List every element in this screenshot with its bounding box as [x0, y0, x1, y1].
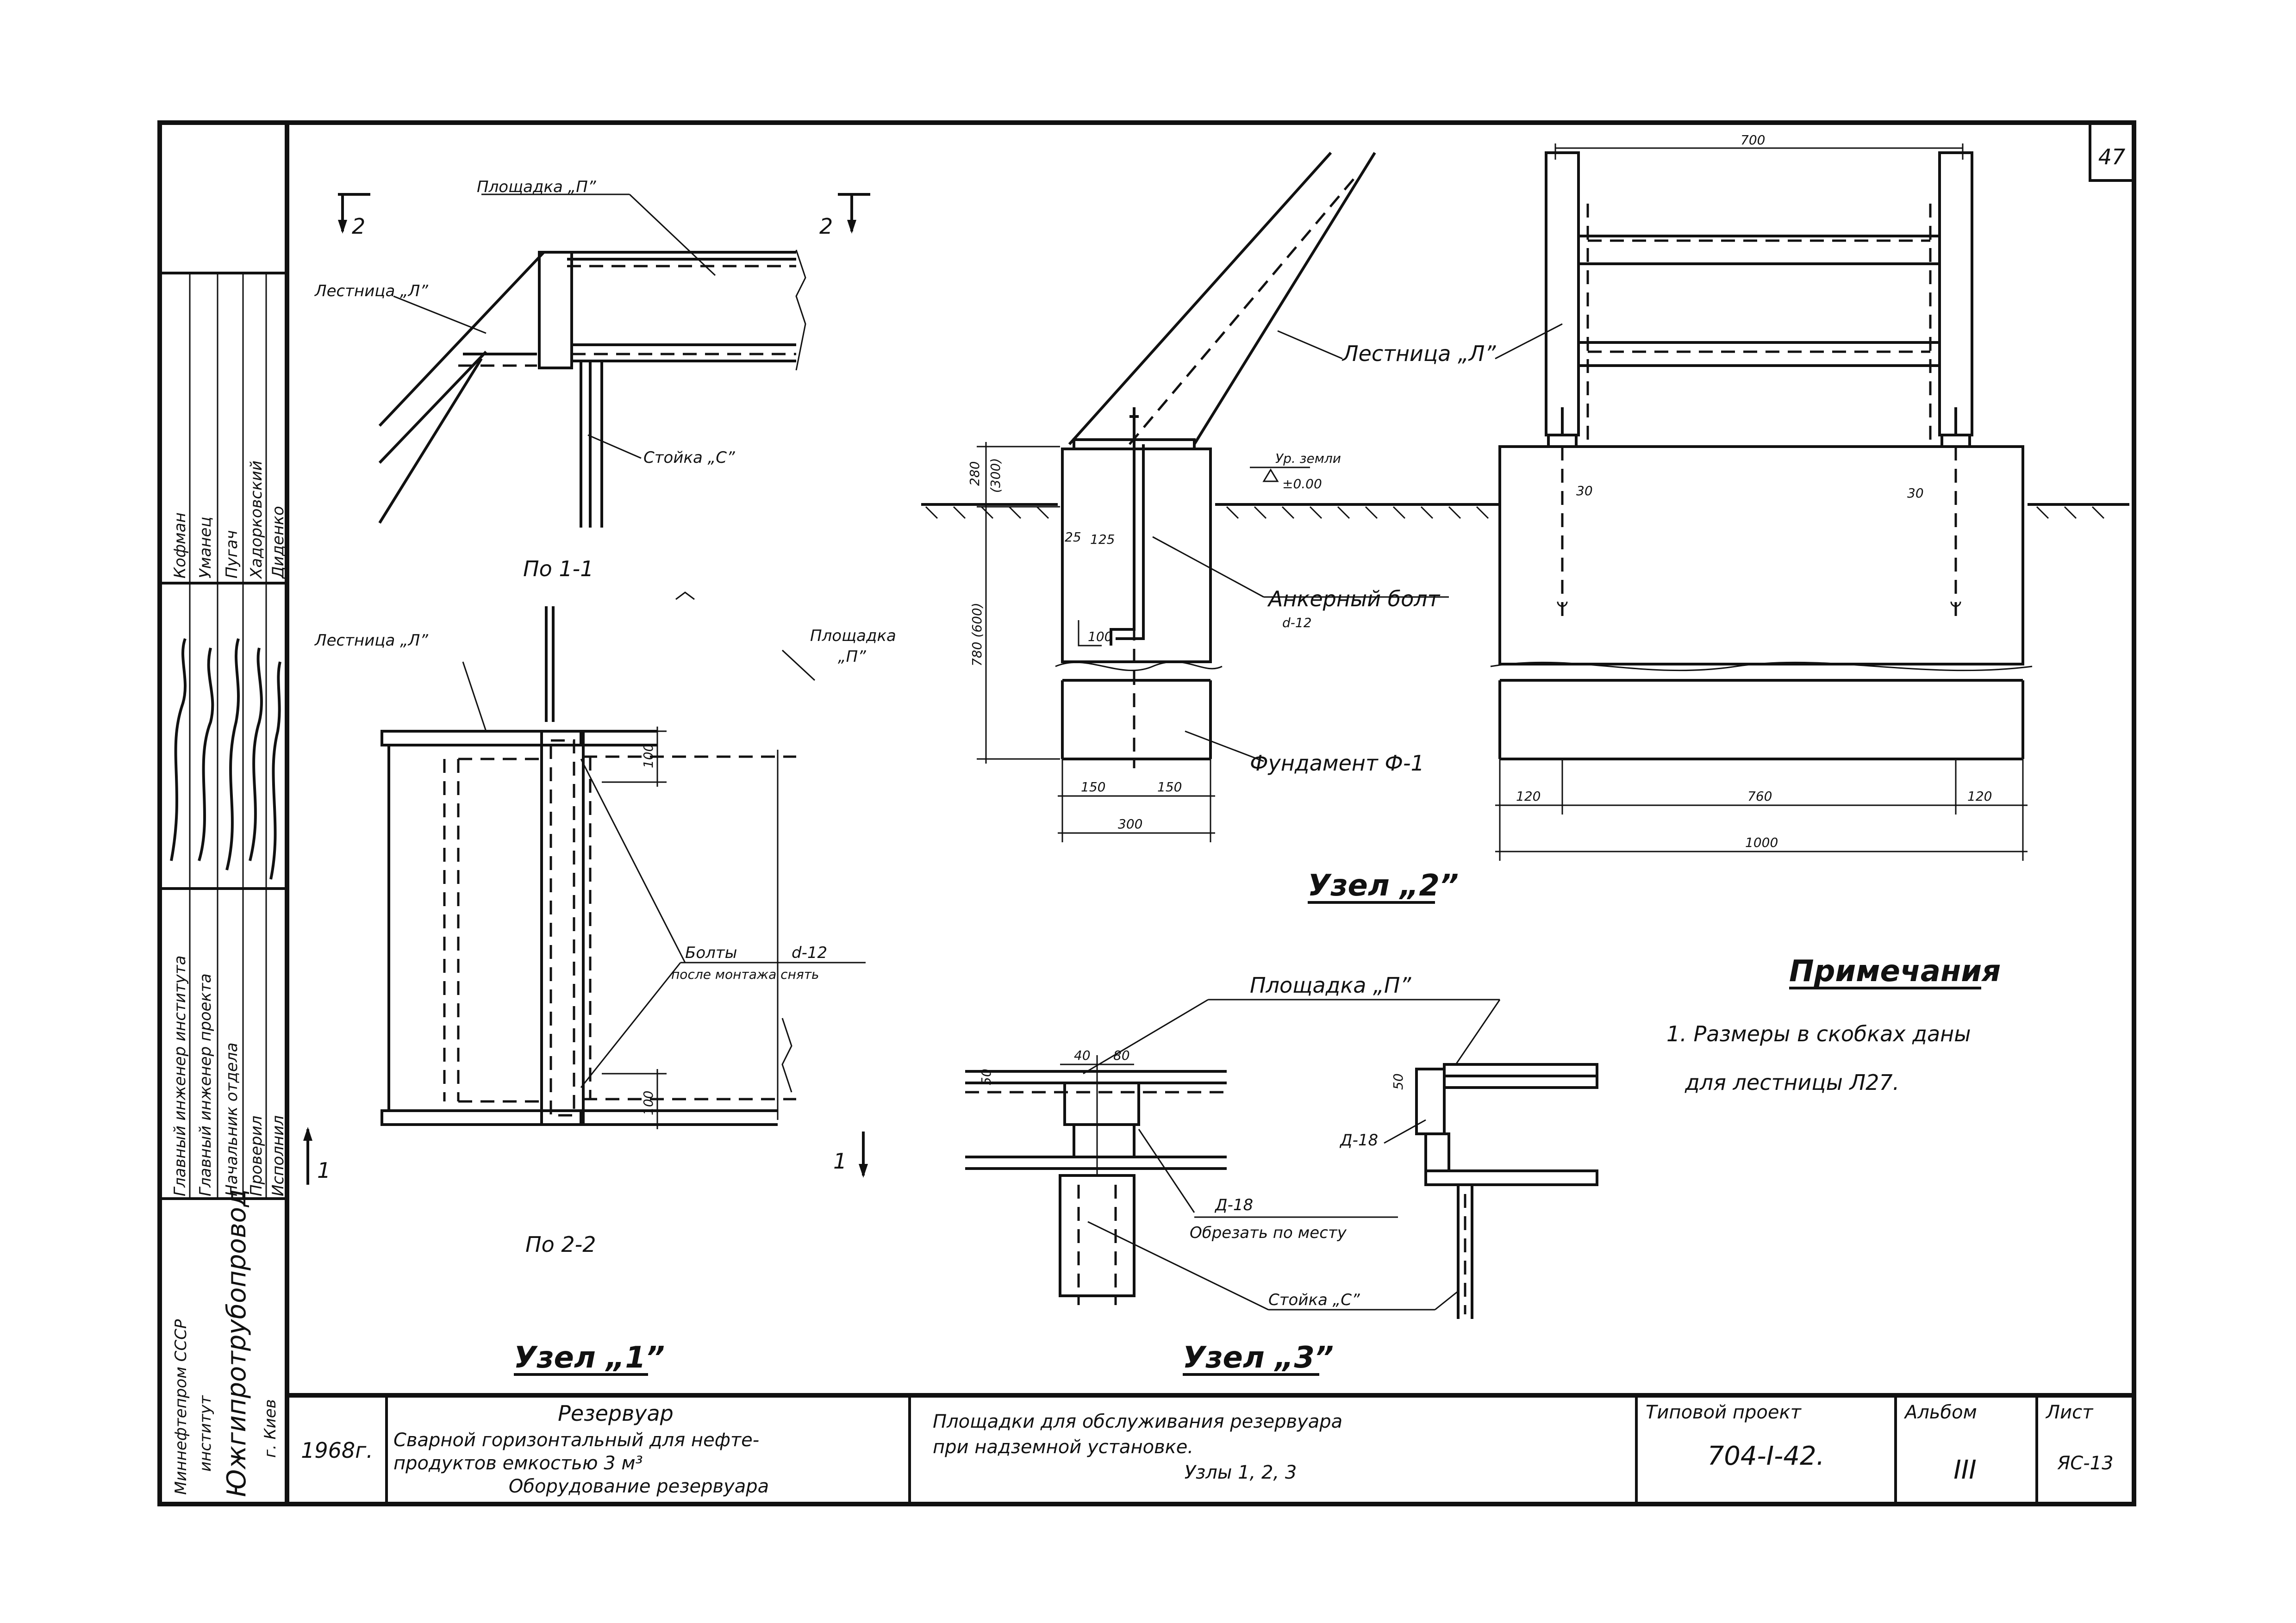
dim-40: 40 [1074, 1048, 1091, 1063]
dim-100: 100 [1088, 629, 1112, 644]
node2-foundation-section: 280 (300) 780 (600) 25 125 100 150 150 3… [921, 151, 1496, 842]
stamp-role-1: Главный инженер института [171, 956, 189, 1196]
label-platform-p: Площадка „П” [477, 178, 596, 196]
notes-line-1: 1. Размеры в скобках даны [1666, 1021, 1971, 1046]
node1-section-1-1: 2 2 Площадка „П” Лестница „Л” Стойка „С”… [314, 178, 870, 581]
title-block: 1968г. Резервуар Сварной горизонтальный … [301, 1395, 2114, 1504]
label-stair-node2: Лестница „Л” [1341, 341, 1496, 366]
label-bolts-d: d-12 [792, 944, 827, 962]
tb-object-line3: Оборудование резервуара [509, 1476, 769, 1497]
label-platform-node3: Площадка „П” [1250, 973, 1411, 998]
dim-150-left: 150 [1081, 779, 1105, 795]
stamp-role-5: Исполнил [269, 1115, 287, 1196]
tb-list-number: ЯС-13 [2057, 1453, 2113, 1474]
label-anchor-bolt: Анкерный болт [1267, 586, 1441, 611]
notes-heading: Примечания [1789, 954, 2001, 989]
dim-780-600: 780 (600) [969, 603, 985, 666]
dim-280: 280 [967, 461, 982, 486]
stamp-name-1: Кофман [171, 512, 189, 578]
dim-300: 300 [1118, 816, 1142, 832]
label-platform-2b: „П” [838, 647, 866, 666]
dim-300-paren: (300) [988, 458, 1003, 493]
label-post-c: Стойка „С” [643, 448, 735, 467]
stamp-org-2: институт [196, 1395, 215, 1472]
node1-section-2-2: 100 100 Лестница „Л” Площадка „П” Болты … [303, 591, 896, 1376]
dim-50-left: 50 [979, 1069, 994, 1085]
node3-title: Узел „3” [1183, 1341, 1334, 1375]
label-ground-level: Ур. земли [1275, 451, 1341, 466]
sheet-number-box: 47 [2089, 123, 2134, 182]
section-mark-1-left: 1 [317, 1158, 331, 1183]
tb-year: 1968г. [301, 1438, 373, 1463]
dim-80: 80 [1113, 1048, 1130, 1063]
dim-120-left: 120 [1516, 789, 1541, 804]
stamp-role-3: Начальник отдела [223, 1043, 241, 1196]
tb-object-line2: продуктов емкостью 3 м³ [393, 1453, 643, 1474]
section-mark-1-right: 1 [833, 1149, 847, 1174]
view-title-2-2: По 2-2 [525, 1232, 596, 1257]
view-title-1-1: По 1-1 [523, 556, 594, 581]
section-mark-2-left: 2 [352, 214, 365, 239]
tb-project-number: 704-I-42. [1708, 1441, 1825, 1471]
node2-title: Узел „2” [1308, 869, 1459, 903]
dim-125: 125 [1090, 532, 1115, 547]
node1-title: Узел „1” [514, 1341, 665, 1375]
tb-object-line1: Сварной горизонтальный для нефте- [393, 1430, 759, 1451]
notes-line-2: для лестницы Л27. [1685, 1070, 1899, 1095]
section-mark-2-right: 2 [819, 214, 833, 239]
dim-30-right: 30 [1907, 485, 1924, 501]
dim-1000: 1000 [1745, 835, 1778, 850]
label-d18-right: Д-18 [1339, 1131, 1378, 1150]
dim-760: 760 [1747, 789, 1772, 804]
node2-stair-end-view: 700 30 30 120 [1308, 132, 2129, 904]
notes: Примечания 1. Размеры в скобках даны для… [1666, 954, 2001, 1095]
tb-sheet-line2: при надземной установке. [933, 1436, 1193, 1458]
dim-100-bottom: 100 [641, 1091, 656, 1115]
tb-album-label: Альбом [1903, 1402, 1977, 1423]
dim-50-right: 50 [1391, 1073, 1406, 1090]
dim-25: 25 [1065, 529, 1081, 545]
tb-sheet-line3: Узлы 1, 2, 3 [1185, 1462, 1297, 1483]
tb-album-number: III [1953, 1455, 1977, 1485]
label-cut-note: Обрезать по месту [1190, 1224, 1347, 1242]
node3-detail: 40 80 50 50 Площадка „П” Д-18 Д-18 Обрез… [965, 973, 1598, 1376]
tb-project-label: Типовой проект [1646, 1402, 1802, 1423]
label-foundation: Фундамент Ф-1 [1250, 751, 1424, 776]
label-ground-value: ±0.00 [1282, 476, 1322, 491]
label-stair-l-2: Лестница „Л” [314, 631, 428, 650]
stamp-name-4: Хадорковский [247, 460, 266, 579]
sheet-frame [157, 120, 2136, 1506]
label-bolts: Болты [685, 944, 737, 962]
label-platform-2: Площадка [810, 627, 896, 645]
dim-120-right: 120 [1967, 789, 1992, 804]
stamp-role-4: Проверил [247, 1116, 266, 1196]
stamp-name-5: Диденко [269, 506, 287, 579]
dim-150-right: 150 [1157, 779, 1182, 795]
tb-list-label: Лист [2045, 1402, 2094, 1423]
dim-100-top: 100 [641, 744, 656, 768]
label-stair-l: Лестница „Л” [314, 282, 428, 300]
label-d18-center: Д-18 [1214, 1196, 1253, 1214]
dim-700: 700 [1741, 132, 1765, 148]
stamp-name-3: Пугач [223, 530, 241, 578]
stamp-org-4: г. Киев [261, 1399, 280, 1458]
approval-stamp: Кофман Уманец Пугач Хадорковский Диденко… [160, 272, 287, 1497]
sheet-number: 47 [2098, 144, 2126, 169]
dim-30-left: 30 [1576, 483, 1593, 498]
label-bolts-note: после монтажа снять [671, 967, 819, 982]
label-anchor-d: d-12 [1282, 615, 1312, 630]
stamp-name-2: Уманец [196, 517, 215, 579]
tb-sheet-line1: Площадки для обслуживания резервуара [933, 1411, 1342, 1432]
tb-object-title: Резервуар [558, 1401, 674, 1426]
label-post-node3: Стойка „С” [1268, 1291, 1360, 1309]
stamp-org-1: Миннефтепром СССР [172, 1319, 190, 1495]
stamp-org-3: Южгипротрубопровод [222, 1189, 252, 1497]
stamp-role-2: Главный инженер проекта [196, 973, 215, 1196]
signatures [170, 638, 281, 880]
